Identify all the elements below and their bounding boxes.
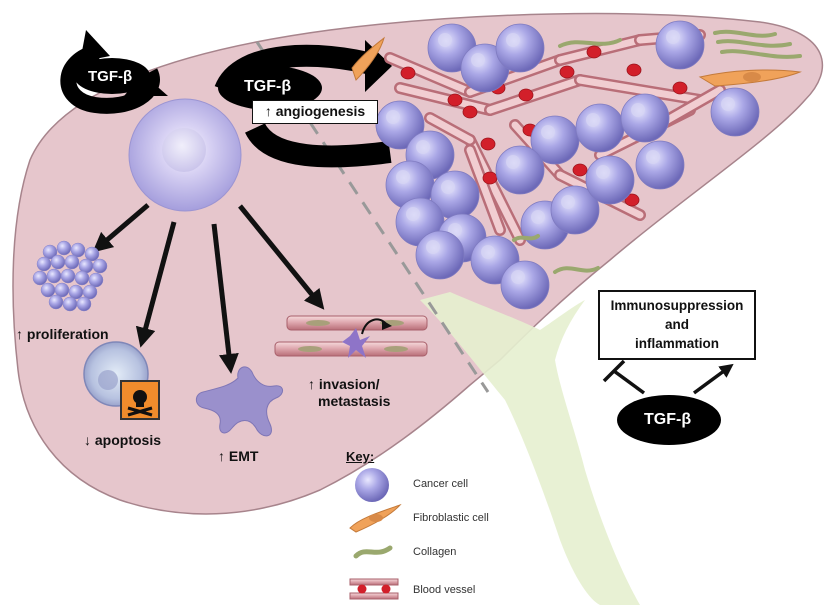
tgf-beta-label-angiogenesis: TGF-β <box>244 78 292 95</box>
proliferating-cell <box>92 258 108 274</box>
invasion-label-line2: metastasis <box>318 393 391 409</box>
proliferating-cell <box>74 270 90 286</box>
key-cancer-cell-label: Cancer cell <box>413 478 469 490</box>
proliferating-cell <box>40 282 56 298</box>
red-blood-cell <box>462 105 478 119</box>
red-blood-cell <box>572 163 588 177</box>
proliferating-cell <box>54 282 70 298</box>
effect-arrows <box>92 203 325 374</box>
immuno-line2: and <box>664 317 689 332</box>
collagen-fibers <box>512 29 802 274</box>
apoptosis-label: ↓ apoptosis <box>84 432 162 448</box>
cancer-cell <box>495 23 545 73</box>
proliferating-cell <box>70 242 86 258</box>
red-blood-cell <box>626 63 642 77</box>
immuno-line3: inflammation <box>634 336 719 351</box>
proliferating-cell <box>48 294 64 310</box>
invasion-vessels-icon <box>274 315 428 358</box>
tgf-beta-label-immuno: TGF-β <box>644 411 692 428</box>
emt-label: ↑ EMT <box>218 448 259 464</box>
cancer-cell <box>415 230 465 280</box>
central-cancer-cell <box>128 98 242 212</box>
key-fibroblast-icon <box>349 503 402 533</box>
red-blood-cell <box>559 65 575 79</box>
immuno-line1: Immunosuppression <box>610 298 744 313</box>
proliferation-label: ↑ proliferation <box>16 326 109 342</box>
key-collagen-label: Collagen <box>413 546 457 558</box>
proliferating-cell <box>82 284 98 300</box>
toxic-warning-icon <box>120 380 160 420</box>
key-fibroblast-label: Fibroblastic cell <box>413 512 489 524</box>
angiogenesis-arrow-icon <box>214 40 392 168</box>
proliferation-cluster-icon <box>32 240 108 312</box>
proliferating-cell <box>42 244 58 260</box>
cancer-cell <box>585 155 635 205</box>
red-blood-cell <box>624 193 640 207</box>
proliferating-cell <box>64 254 80 270</box>
red-blood-cell <box>518 88 534 102</box>
red-blood-cell <box>482 171 498 185</box>
cancer-cell <box>575 103 625 153</box>
stroma-stem <box>420 292 640 605</box>
proliferating-cell <box>46 268 62 284</box>
red-blood-cell <box>400 66 416 80</box>
tgf-immuno-oval <box>617 395 721 445</box>
proliferating-cell <box>76 296 92 312</box>
proliferating-cell <box>32 270 48 286</box>
key-collagen-icon <box>353 545 393 559</box>
emt-cell-icon <box>195 366 283 437</box>
cancer-cell <box>495 145 545 195</box>
cancer-cell <box>655 20 705 70</box>
angiogenesis-box: ↑ angiogenesis <box>252 100 378 124</box>
cancer-cell <box>620 93 670 143</box>
red-blood-cell <box>672 81 688 95</box>
tgf-cycle-icon <box>60 30 168 114</box>
key-cancer-cell-icon <box>355 468 389 502</box>
tgf-beta-label-top: TGF-β <box>88 68 133 85</box>
red-blood-cell <box>586 45 602 59</box>
cancer-cell <box>710 87 760 137</box>
cancer-cell <box>635 140 685 190</box>
fibroblast-cell-icon <box>351 36 802 87</box>
red-blood-cell <box>480 137 496 151</box>
invasion-label-line1: ↑ invasion/ <box>308 376 380 392</box>
proliferating-cell <box>62 296 78 312</box>
red-blood-cell <box>447 93 463 107</box>
tumor-cancer-cells <box>375 20 760 310</box>
proliferating-cell <box>50 254 66 270</box>
activate-arrow <box>692 363 734 395</box>
proliferating-cell <box>60 268 76 284</box>
divider-dashed <box>255 41 490 393</box>
proliferating-cell <box>56 240 72 256</box>
proliferating-cell <box>88 272 104 288</box>
key-title: Key: <box>346 449 375 464</box>
key-blood-vessel-icon <box>349 578 399 600</box>
cancer-cell <box>500 260 550 310</box>
immunosuppression-box: Immunosuppression and inflammation <box>598 290 756 360</box>
key-blood-vessel-label: Blood vessel <box>413 584 476 596</box>
proliferating-cell <box>84 246 100 262</box>
inhibit-arrow <box>602 359 646 395</box>
proliferating-cell <box>36 256 52 272</box>
